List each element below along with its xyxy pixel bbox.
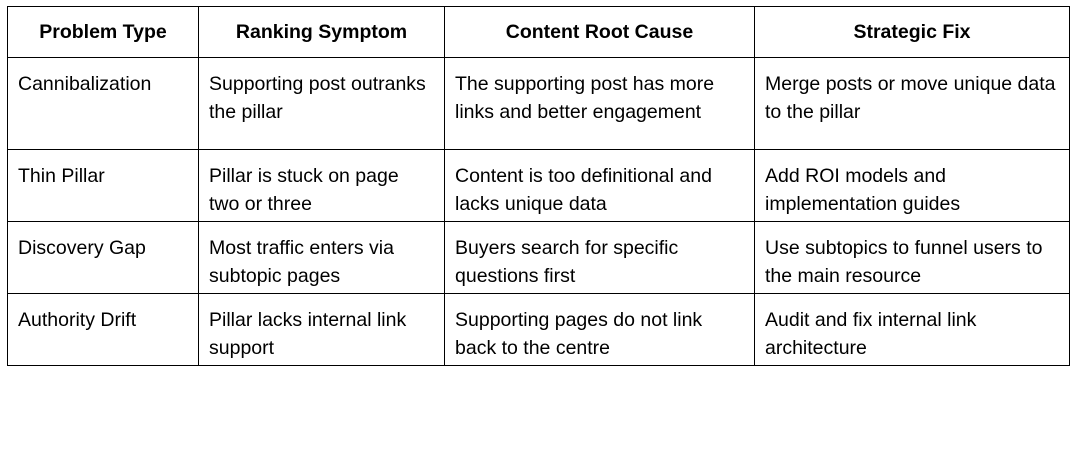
header-problem-type: Problem Type — [7, 6, 199, 58]
seo-problems-table: Problem Type Ranking Symptom Content Roo… — [7, 6, 1070, 366]
table-row: Cannibalization Supporting post outranks… — [7, 57, 1070, 150]
cell-ranking-symptom: Pillar lacks internal link support — [198, 293, 445, 366]
cell-ranking-symptom: Supporting post outranks the pillar — [198, 57, 445, 150]
header-ranking-symptom: Ranking Symptom — [198, 6, 445, 58]
cell-strategic-fix: Audit and fix internal link architecture — [754, 293, 1070, 366]
cell-strategic-fix: Add ROI models and implementation guides — [754, 149, 1070, 222]
cell-content-root-cause: The supporting post has more links and b… — [444, 57, 755, 150]
cell-strategic-fix: Merge posts or move unique data to the p… — [754, 57, 1070, 150]
cell-problem-type: Thin Pillar — [7, 149, 199, 222]
header-strategic-fix: Strategic Fix — [754, 6, 1070, 58]
table-row: Discovery Gap Most traffic enters via su… — [7, 221, 1070, 294]
cell-content-root-cause: Buyers search for specific questions fir… — [444, 221, 755, 294]
header-content-root-cause: Content Root Cause — [444, 6, 755, 58]
cell-problem-type: Cannibalization — [7, 57, 199, 150]
cell-problem-type: Authority Drift — [7, 293, 199, 366]
cell-problem-type: Discovery Gap — [7, 221, 199, 294]
cell-strategic-fix: Use subtopics to funnel users to the mai… — [754, 221, 1070, 294]
cell-ranking-symptom: Most traffic enters via subtopic pages — [198, 221, 445, 294]
cell-content-root-cause: Content is too definitional and lacks un… — [444, 149, 755, 222]
table-header-row: Problem Type Ranking Symptom Content Roo… — [7, 6, 1070, 58]
cell-content-root-cause: Supporting pages do not link back to the… — [444, 293, 755, 366]
cell-ranking-symptom: Pillar is stuck on page two or three — [198, 149, 445, 222]
table-row: Authority Drift Pillar lacks internal li… — [7, 293, 1070, 366]
table-row: Thin Pillar Pillar is stuck on page two … — [7, 149, 1070, 222]
